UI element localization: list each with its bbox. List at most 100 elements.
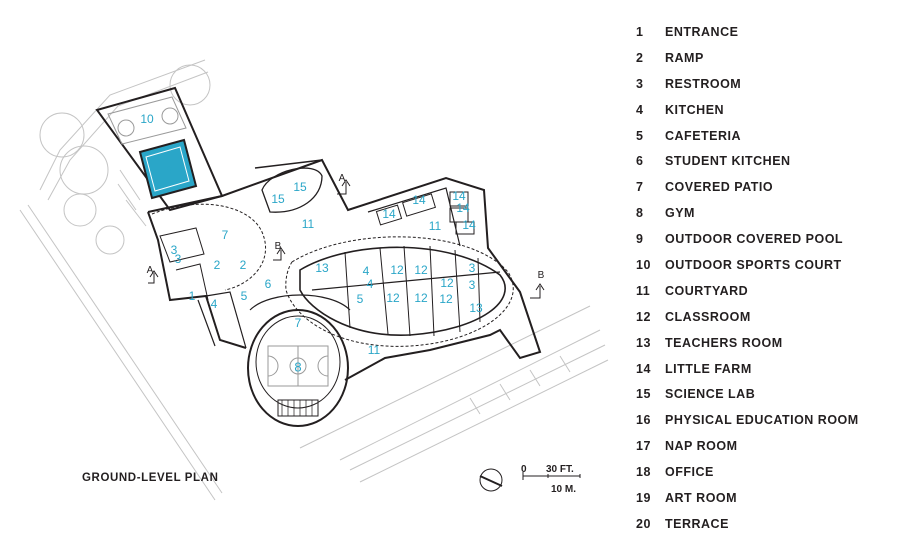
room-numbers: 1 2 2 3 3 3 3 4 4 4 5 5 6 7 7 8 9 10 11 … [140,112,483,374]
legend-label: KITCHEN [665,102,725,117]
legend-number: 4 [636,102,644,117]
room-number-restroom: 3 [469,261,476,275]
room-number-classroom: 12 [440,276,454,290]
legend-number: 1 [636,24,644,39]
room-number-restroom: 3 [469,278,476,292]
room-number-courtyard: 11 [429,219,442,233]
room-number-courtyard: 11 [368,343,381,357]
plan-title: GROUND-LEVEL PLAN [82,472,219,484]
legend-item: 4 KITCHEN [636,97,896,123]
legend-number: 17 [636,439,651,454]
section-marker-label: A [147,265,154,276]
legend-item: 9 OUTDOOR COVERED POOL [636,226,896,252]
little-farm-planters [375,191,475,235]
room-number-courtyard: 11 [302,217,315,231]
legend-number: 2 [636,50,644,65]
legend-number: 13 [636,335,651,350]
section-marker-arrow-icon [337,179,351,195]
room-number-little-farm: 14 [452,189,466,203]
legend-number: 20 [636,516,651,531]
legend-number: 5 [636,128,644,143]
room-number-science-lab: 15 [293,180,307,194]
legend-item: 13 TEACHERS ROOM [636,330,896,356]
legend-label: COVERED PATIO [665,180,774,195]
legend-label: RAMP [665,50,704,65]
legend-label: COURTYARD [665,283,749,298]
legend-label: CLASSROOM [665,309,751,324]
room-number-little-farm: 14 [462,218,476,232]
room-number-teachers-room: 13 [469,301,483,315]
legend-label: OFFICE [665,465,714,480]
legend-number: 19 [636,490,651,505]
room-number-teachers-room: 13 [315,261,329,275]
room-number-classroom: 12 [414,291,428,305]
legend-number: 11 [636,283,651,298]
room-number-restroom: 3 [171,243,178,257]
legend-number: 7 [636,180,644,195]
legend-number: 15 [636,387,651,402]
legend-item: 12 CLASSROOM [636,304,896,330]
legend-label: RESTROOM [665,76,742,91]
scale-bar: 0 30 FT. 10 M. [521,464,581,495]
room-number-ramp: 2 [214,258,221,272]
legend-number: 16 [636,413,651,428]
room-number-pool: 9 [165,162,172,177]
room-number-kitchen: 4 [211,297,218,311]
legend-item: 11 COURTYARD [636,278,896,304]
legend-number: 8 [636,206,644,221]
room-number-science-lab: 15 [271,192,285,206]
room-number-classroom: 12 [386,291,400,305]
legend-label: SCIENCE LAB [665,387,756,402]
legend-item: 10 OUTDOOR SPORTS COURT [636,252,896,278]
scale-zero: 0 [521,464,527,475]
legend-number: 10 [636,257,651,272]
room-number-kitchen: 4 [367,277,374,291]
legend-item: 3 RESTROOM [636,71,896,97]
legend-item: 17 NAP ROOM [636,433,896,459]
legend-label: ART ROOM [665,490,738,505]
room-number-classroom: 12 [414,263,428,277]
legend-label: LITTLE FARM [665,361,752,376]
building-walls [147,158,542,381]
legend-number: 18 [636,465,651,480]
section-marker-arrow-icon [530,283,545,299]
legend-number: 9 [636,232,644,247]
room-number-gym: 8 [294,359,301,374]
legend-label: ENTRANCE [665,24,739,39]
legend-label: STUDENT KITCHEN [665,154,791,169]
legend-label: PHYSICAL EDUCATION ROOM [665,413,859,428]
room-number-cafeteria: 5 [241,289,248,303]
legend-label: OUTDOOR SPORTS COURT [665,257,842,272]
legend-item: 15 SCIENCE LAB [636,381,896,407]
classroom-wing [285,236,514,347]
legend-label: TERRACE [665,516,729,531]
room-number-classroom: 12 [390,263,404,277]
floor-plan: 1 2 2 3 3 3 3 4 4 4 5 5 6 7 7 8 9 10 11 … [19,59,609,501]
scale-feet: 30 FT. [546,464,574,475]
room-number-classroom: 12 [439,292,453,306]
legend-item: 2 RAMP [636,45,896,71]
legend-item: 20 TERRACE [636,511,896,537]
room-number-restroom: 3 [175,252,182,266]
sports-court-area [95,86,224,212]
room-number-entrance: 1 [189,289,196,303]
room-number-cafeteria: 5 [357,292,364,306]
legend-label: OUTDOOR COVERED POOL [665,232,844,247]
legend-number: 3 [636,76,644,91]
legend-label: GYM [665,206,695,221]
room-number-covered-patio: 7 [295,316,302,330]
legend-item: 16 PHYSICAL EDUCATION ROOM [636,407,896,433]
north-arrow-icon [479,468,503,492]
section-marker-label: B [538,270,545,281]
legend-number: 12 [636,309,651,324]
room-number-sports-court: 10 [140,112,154,126]
legend-label: NAP ROOM [665,439,738,454]
legend-label: TEACHERS ROOM [665,335,783,350]
room-number-little-farm: 14 [456,201,470,215]
section-marker-arrow-icon [273,247,286,261]
science-lab-shape [261,167,323,213]
legend-item: 1 ENTRANCE [636,19,896,45]
